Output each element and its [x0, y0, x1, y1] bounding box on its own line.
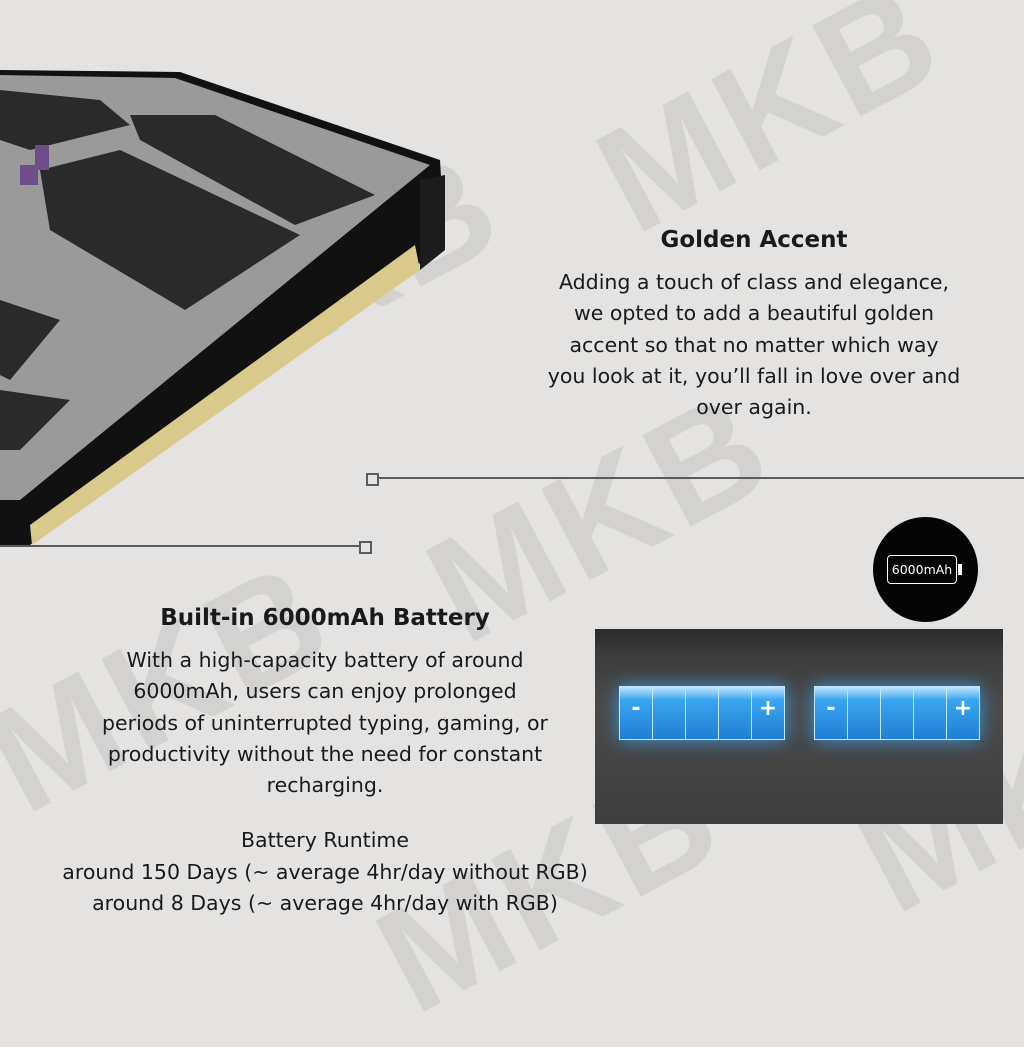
callout-marker [359, 541, 372, 554]
keyboard-case-image [0, 70, 445, 545]
callout-line [376, 477, 1024, 479]
cell [914, 687, 947, 739]
cell [848, 687, 881, 739]
battery-section: Built-in 6000mAh Battery With a high-cap… [25, 605, 625, 919]
runtime-line: around 150 Days (~ average 4hr/day witho… [62, 859, 588, 884]
cell [686, 687, 719, 739]
callout-line [0, 545, 360, 547]
battery-cells-image: - + - + [595, 629, 1003, 824]
golden-accent-section: Golden Accent Adding a touch of class an… [504, 227, 1004, 423]
battery-line: periods of uninterrupted typing, gaming,… [102, 710, 548, 735]
battery-line: 6000mAh, users can enjoy prolonged [133, 679, 517, 704]
battery-line: recharging. [266, 773, 384, 798]
cell [653, 687, 686, 739]
callout-marker [366, 473, 379, 486]
cell [881, 687, 914, 739]
cell-plus: + [947, 687, 979, 739]
battery-title: Built-in 6000mAh Battery [160, 605, 490, 631]
cell-plus: + [752, 687, 784, 739]
battery-cell-pack: - + [619, 686, 785, 740]
battery-line: productivity without the need for consta… [107, 741, 543, 766]
cell-minus: - [815, 687, 848, 739]
cell [719, 687, 752, 739]
battery-icon: 6000mAh [887, 555, 962, 584]
golden-accent-line: accent so that no matter which way [569, 332, 939, 357]
runtime-line: around 8 Days (~ average 4hr/day with RG… [92, 891, 558, 916]
battery-line: With a high-capacity battery of around [126, 648, 524, 672]
golden-accent-line: Adding a touch of class and elegance, [559, 270, 949, 294]
golden-accent-title: Golden Accent [660, 227, 848, 253]
runtime-title: Battery Runtime [240, 828, 409, 853]
cell-minus: - [620, 687, 653, 739]
golden-accent-line: over again. [696, 395, 812, 420]
golden-accent-line: we opted to add a beautiful golden [573, 301, 935, 326]
golden-accent-line: you look at it, you’ll fall in love over… [547, 363, 961, 388]
battery-cell-pack: - + [814, 686, 980, 740]
battery-capacity-badge: 6000mAh [873, 517, 978, 622]
